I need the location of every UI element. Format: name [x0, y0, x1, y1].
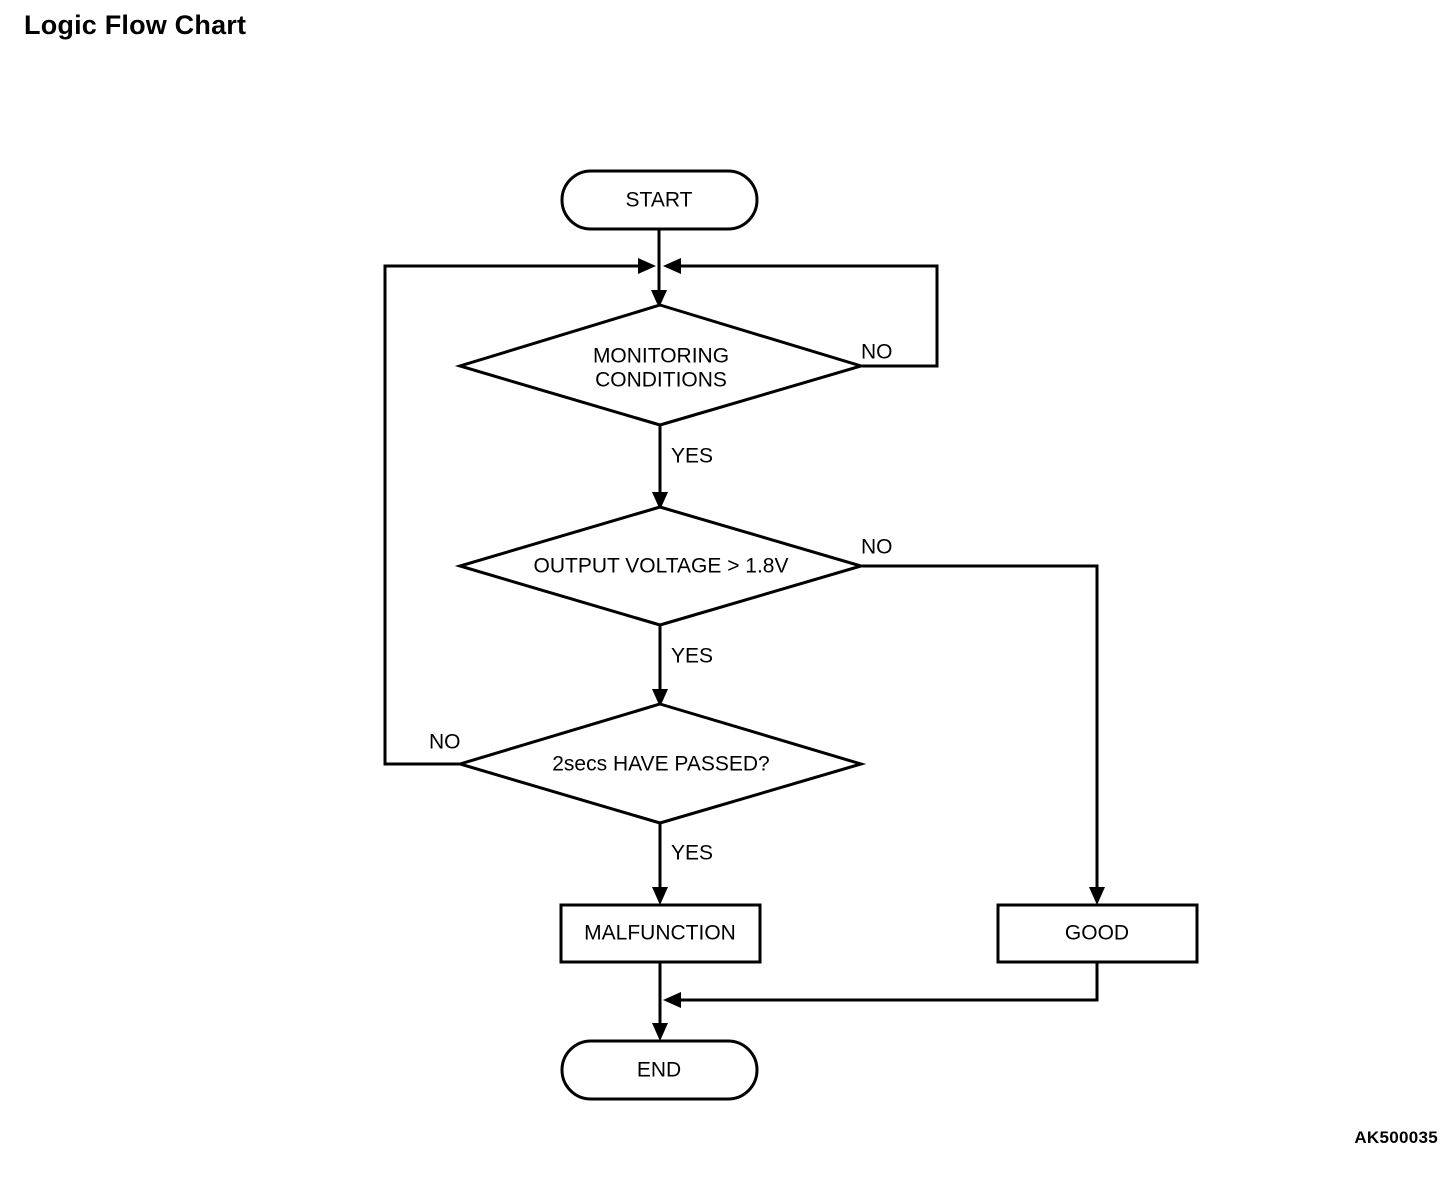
edge-label-voltage-yes: YES: [671, 645, 713, 668]
node-start-label: START: [626, 189, 693, 212]
arrowhead-good-join: [663, 992, 681, 1008]
node-good[interactable]: [996, 903, 1199, 964]
arrowhead-into-voltage: [652, 492, 668, 510]
arrowhead-timer-no-join: [638, 258, 656, 274]
arrowhead-into-monitoring: [651, 290, 667, 308]
arrowhead-into-end: [652, 1023, 668, 1041]
arrowhead-into-good: [1089, 887, 1105, 905]
edge-label-voltage-no: NO: [861, 536, 893, 559]
node-output-voltage-label: OUTPUT VOLTAGE > 1.8V: [534, 555, 789, 578]
edge-good-to-end: [672, 962, 1099, 1002]
node-output-voltage[interactable]: [454, 505, 867, 627]
arrowhead-into-malfunction: [652, 887, 668, 905]
node-timer-check-label: 2secs HAVE PASSED?: [552, 753, 769, 776]
node-end[interactable]: [560, 1039, 759, 1101]
node-monitoring-conditions[interactable]: [454, 303, 867, 427]
node-monitoring-conditions-label-line2: CONDITIONS: [595, 369, 727, 392]
page-title: Logic Flow Chart: [24, 10, 247, 40]
node-malfunction-label: MALFUNCTION: [584, 922, 736, 945]
arrowhead-into-timer: [652, 689, 668, 707]
edge-label-timer-yes: YES: [671, 842, 713, 865]
edge-monitoring-no-loop: [672, 264, 939, 368]
edge-label-monitoring-yes: YES: [671, 445, 713, 468]
node-timer-check[interactable]: [454, 702, 867, 825]
edge-label-timer-no: NO: [429, 731, 461, 754]
node-monitoring-conditions-label-line1: MONITORING: [593, 345, 729, 368]
figure-code: AK500035: [1354, 1128, 1438, 1147]
node-malfunction[interactable]: [559, 903, 762, 964]
node-start[interactable]: [560, 169, 759, 231]
node-end-label: END: [637, 1059, 681, 1082]
arrowhead-monitoring-no-join: [663, 258, 681, 274]
edge-timer-no-loop: [383, 264, 647, 766]
edge-voltage-no: [862, 564, 1099, 896]
edge-label-monitoring-no: NO: [861, 341, 893, 364]
node-good-label: GOOD: [1065, 922, 1129, 945]
